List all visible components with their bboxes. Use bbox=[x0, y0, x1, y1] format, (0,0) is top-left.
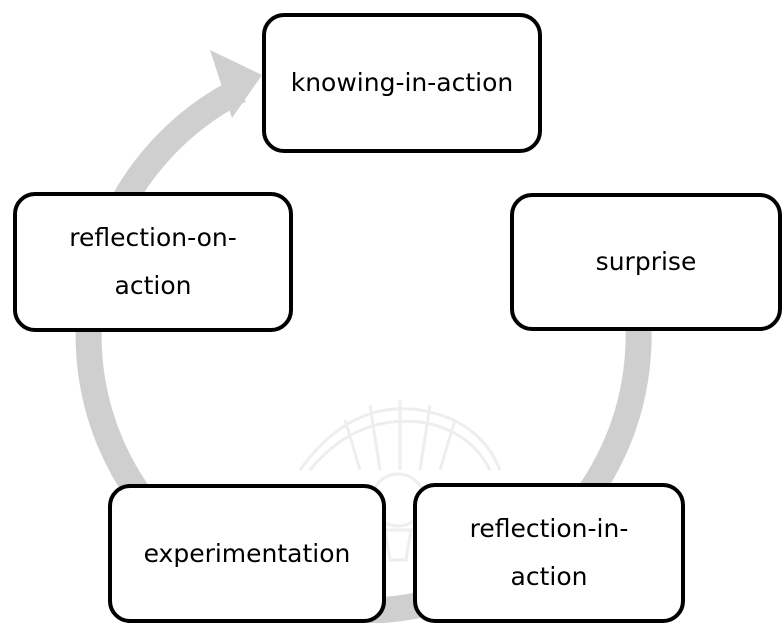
node-knowing-in-action-label: knowing-in-action bbox=[290, 68, 514, 97]
node-experimentation: experimentation bbox=[108, 484, 386, 623]
watermark-emblem bbox=[298, 400, 502, 562]
node-reflection-on-action-label: reflection-on-action bbox=[69, 223, 237, 300]
node-surprise: surprise bbox=[510, 193, 782, 331]
node-reflection-in-action-label: reflection-in-action bbox=[469, 514, 629, 591]
node-reflection-on-action: reflection-on-action bbox=[13, 192, 293, 332]
node-surprise-label: surprise bbox=[595, 247, 697, 276]
node-experimentation-label: experimentation bbox=[143, 538, 351, 568]
cycle-arrow-head bbox=[210, 50, 262, 118]
node-knowing-in-action: knowing-in-action bbox=[262, 13, 542, 153]
node-reflection-in-action: reflection-in-action bbox=[413, 483, 685, 623]
